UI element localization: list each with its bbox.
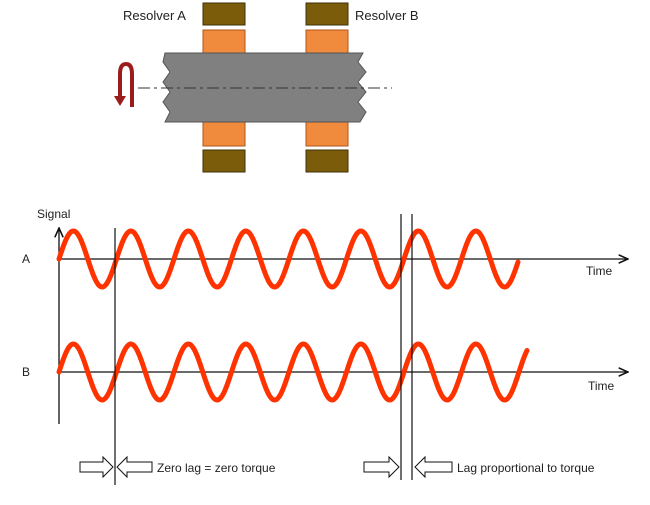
shaft-assembly: Resolver A Resolver B [114, 2, 419, 173]
resolver-a-rotor-top [202, 29, 246, 55]
signal-axis-label: Signal [37, 207, 70, 221]
resolver-a-stator-bottom [202, 149, 246, 173]
signal-wave-b [56, 341, 530, 403]
rotation-arrow-icon [114, 61, 134, 107]
resolver-a-label: Resolver A [123, 8, 186, 23]
time-label-a: Time [586, 264, 613, 278]
resolver-b-label: Resolver B [355, 8, 419, 23]
row-a-label: A [22, 252, 30, 266]
resolver-b-stator-top [305, 2, 349, 26]
resolver-b-rotor-top [305, 29, 349, 55]
resolver-a-rotor-bottom [202, 121, 246, 147]
lag-proportional-label: Lag proportional to torque [457, 461, 595, 475]
zero-lag-label: Zero lag = zero torque [157, 461, 276, 475]
zero-lag-arrow-right-icon [116, 455, 153, 479]
lag-annotation: Lag proportional to torque [363, 455, 595, 479]
time-label-b: Time [588, 379, 615, 393]
lag-arrow-right-icon [414, 455, 453, 479]
resolver-a-stator-top [202, 2, 246, 26]
resolver-b-stator-bottom [305, 149, 349, 173]
signal-wave-a [56, 228, 521, 290]
zero-lag-annotation: Zero lag = zero torque [79, 455, 276, 479]
resolver-b-rotor-bottom [305, 121, 349, 147]
row-b-label: B [22, 365, 30, 379]
zero-lag-arrow-left-icon [79, 455, 114, 479]
lag-arrow-left-icon [363, 455, 400, 479]
